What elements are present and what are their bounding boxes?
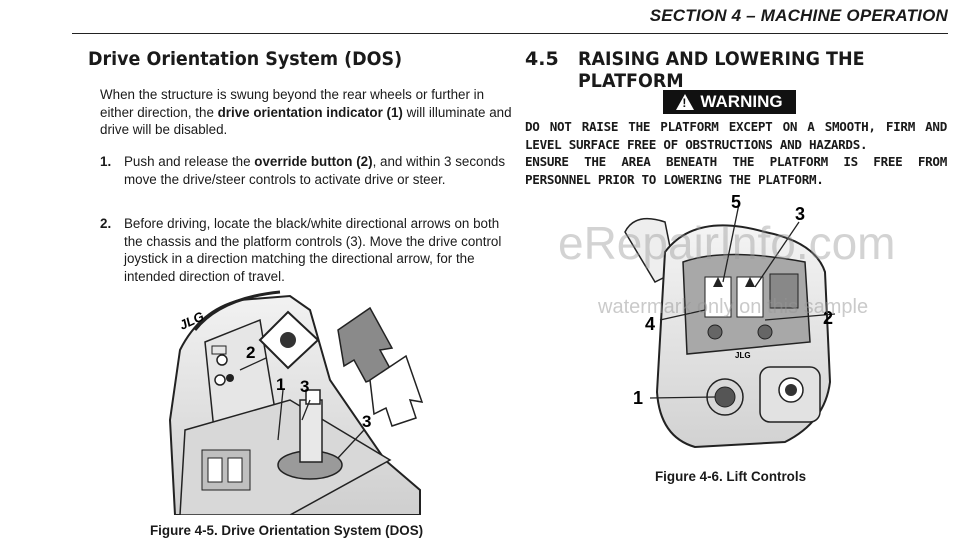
callout-1: 1 [633, 388, 643, 408]
figure-4-6-caption: Figure 4-6. Lift Controls [655, 469, 807, 484]
warning-badge: ! WARNING [663, 90, 796, 114]
callout-3: 3 [300, 377, 309, 396]
watermark: eRepairInfo.com [558, 217, 896, 269]
watermark-sub: watermark only on this sample [598, 296, 869, 318]
intro-paragraph: When the structure is swung beyond the r… [100, 87, 512, 137]
callout-2: 2 [246, 343, 255, 362]
callout-5: 5 [731, 192, 741, 212]
jlg-logo: JLG [735, 351, 751, 360]
callout-4: 4 [645, 314, 655, 334]
callout-3: 3 [795, 204, 805, 224]
figure-4-5-caption: Figure 4-5. Drive Orientation System (DO… [150, 523, 424, 538]
dos-indicator-term: drive orientation indicator [217, 104, 383, 120]
callout-3: 3 [362, 412, 371, 431]
list-item: 2.Before driving, locate the black/white… [100, 216, 502, 284]
warning-icon: ! [676, 94, 695, 110]
header-rule [72, 33, 948, 34]
left-heading: Drive Orientation System (DOS) [88, 48, 403, 70]
warning-text: DO NOT RAISE THE PLATFORM EXCEPT ON A SM… [525, 119, 947, 187]
callout-1: 1 [276, 375, 285, 394]
callout-2: 2 [823, 308, 833, 328]
section-header: SECTION 4 – MACHINE OPERATION [649, 6, 948, 25]
list-item: 1.Push and release the override button (… [100, 154, 506, 187]
right-heading: RAISING AND LOWERING THE PLATFORM [578, 48, 865, 92]
figure-4-5-drive-orientation: 2 1 3 3 JLG [160, 290, 460, 515]
section-number: 4.5 [525, 48, 559, 70]
figure-4-6-lift-controls: JLG 5 3 4 2 1 [605, 192, 845, 460]
